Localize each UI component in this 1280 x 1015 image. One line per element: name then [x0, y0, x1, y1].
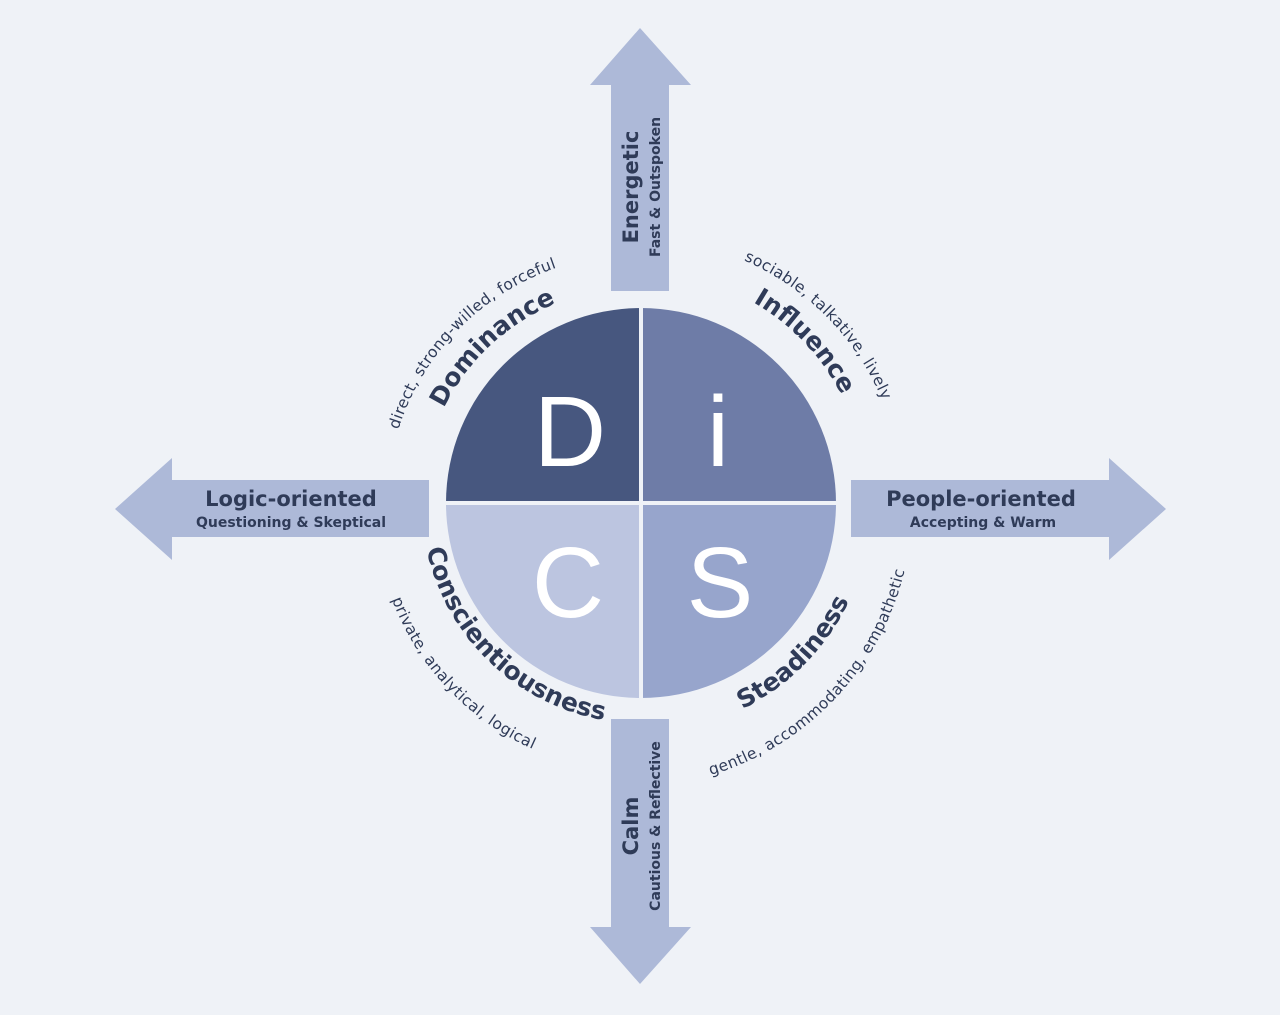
axis-top-title: Energetic — [619, 131, 643, 244]
axis-left-subtitle: Questioning & Skeptical — [196, 515, 386, 531]
quadrant-d — [446, 308, 641, 503]
quadrant-s — [641, 503, 836, 698]
quadrant-c — [446, 503, 641, 698]
axis-arrows — [115, 28, 1166, 984]
arrow-down-calm — [590, 719, 691, 984]
axis-bottom-subtitle: Cautious & Reflective — [648, 741, 664, 911]
quadrant-i — [641, 308, 836, 503]
axis-top-subtitle: Fast & Outspoken — [648, 117, 664, 257]
letter-c: C — [532, 527, 604, 639]
letter-i: i — [707, 376, 729, 488]
letter-s: S — [687, 527, 754, 639]
axis-right-title: People-oriented — [886, 487, 1076, 511]
arrow-up-energetic — [590, 28, 691, 291]
disc-circle — [438, 300, 844, 706]
letter-d: D — [534, 376, 606, 488]
axis-right-subtitle: Accepting & Warm — [910, 515, 1056, 531]
arrow-right-people — [851, 458, 1166, 560]
axis-left-title: Logic-oriented — [205, 487, 377, 511]
arrow-left-logic — [115, 458, 429, 560]
axis-bottom-title: Calm — [619, 797, 643, 856]
